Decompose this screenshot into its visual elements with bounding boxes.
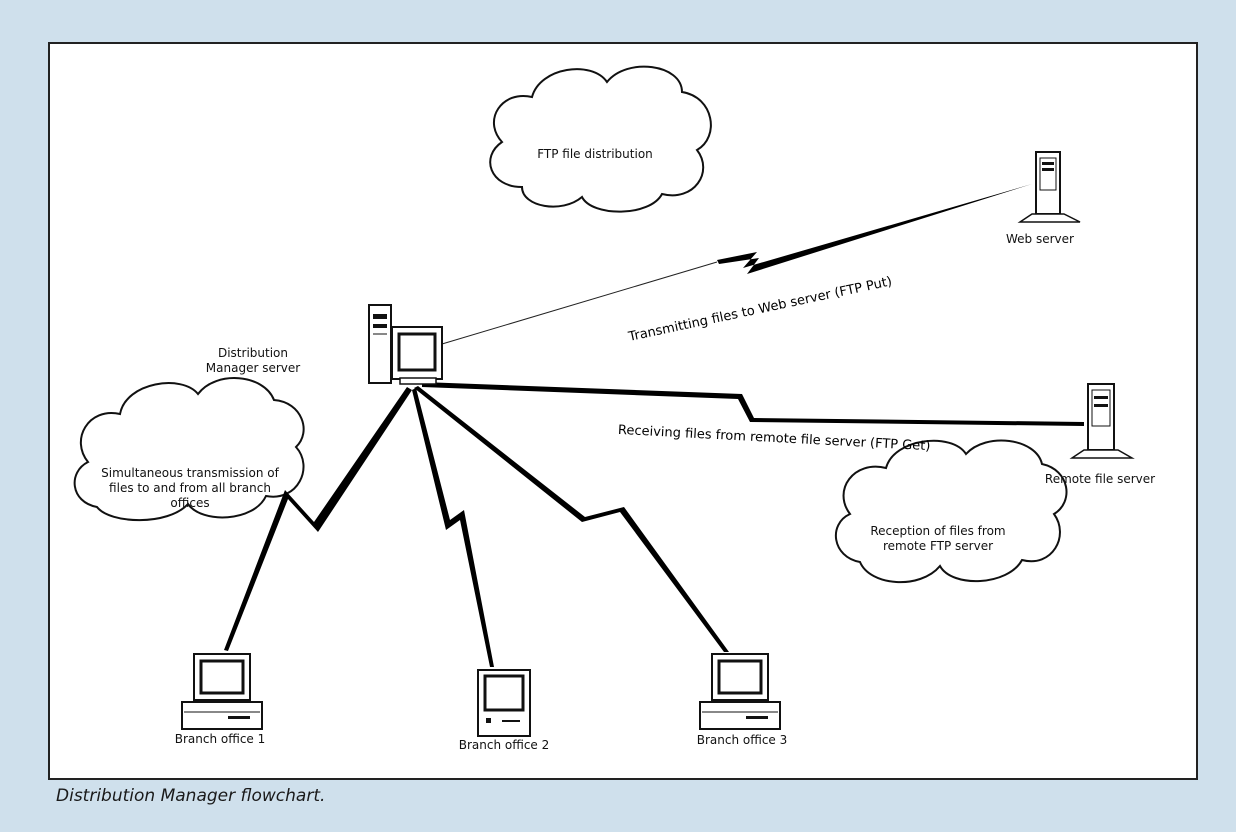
web-server-icon (1017, 151, 1081, 223)
branch-office-1-label: Branch office 1 (174, 732, 266, 746)
link-branch-2 (412, 388, 494, 667)
branch-office-1-icon (181, 653, 263, 730)
cloud-ftp-distribution-text: FTP file distribution (537, 147, 653, 161)
cloud-simultaneous-text: Simultaneous transmission of files to an… (101, 466, 279, 510)
remote-file-server-icon (1069, 383, 1135, 459)
link-branch-1 (224, 387, 412, 651)
cloud-reception (834, 439, 1068, 584)
diagram-frame: Transmitting files to Web server (FTP Pu… (48, 42, 1198, 780)
label-from-remote-server: Receiving files from remote file server … (618, 423, 931, 454)
branch-office-2-label: Branch office 2 (458, 738, 550, 752)
link-remote-server (421, 382, 1084, 426)
distribution-manager-label: Distribution Manager server (205, 346, 301, 375)
cloud-reception-text: Reception of files from remote FTP serve… (870, 524, 1006, 553)
label-to-web-server: Transmitting files to Web server (FTP Pu… (626, 274, 893, 345)
cloud-ftp-distribution (489, 65, 712, 213)
branch-office-3-icon (699, 653, 781, 730)
remote-file-server-label: Remote file server (1044, 472, 1156, 486)
branch-office-2-icon (477, 669, 531, 737)
distribution-manager-icon (368, 304, 443, 385)
cloud-simultaneous (73, 377, 305, 522)
figure-caption: Distribution Manager flowchart. (56, 786, 326, 806)
diagram-canvas: Transmitting files to Web server (FTP Pu… (73, 65, 1135, 737)
link-web-server (441, 184, 1032, 345)
link-branch-3 (414, 386, 729, 652)
branch-office-3-label: Branch office 3 (696, 733, 788, 747)
web-server-label: Web server (1006, 232, 1074, 246)
